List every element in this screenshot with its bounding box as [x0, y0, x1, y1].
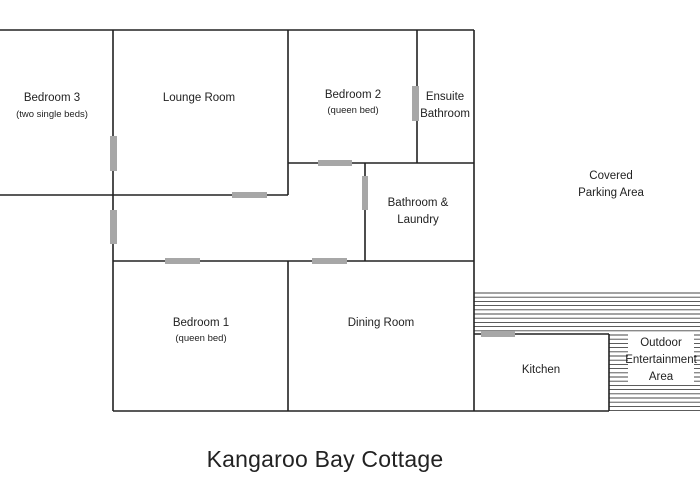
door-bathroom — [362, 176, 368, 210]
room-labels: Bedroom 3 (two single beds) Lounge Room … — [16, 89, 698, 384]
door-bedroom3-lounge — [110, 136, 117, 171]
door-ensuite — [412, 86, 419, 121]
bathroom-laundry-label-line1: Bathroom & — [388, 197, 449, 209]
door-lounge-hall — [232, 192, 267, 198]
door-hall-west — [110, 210, 117, 244]
outdoor-label-line1: Outdoor — [640, 337, 682, 349]
kitchen-label: Kitchen — [522, 364, 560, 376]
door-dining — [312, 258, 347, 264]
door-bedroom1 — [165, 258, 200, 264]
bedroom2-label: Bedroom 2 — [325, 89, 381, 101]
ensuite-label-line1: Ensuite — [426, 91, 464, 103]
outdoor-label-backdrop — [628, 334, 694, 384]
page-title: Kangaroo Bay Cottage — [206, 446, 444, 472]
outdoor-label-line3: Area — [649, 371, 674, 383]
lounge-label: Lounge Room — [163, 92, 235, 104]
covered-parking-label-line2: Parking Area — [578, 187, 644, 199]
ensuite-label-line2: Bathroom — [420, 108, 470, 120]
bedroom1-note: (queen bed) — [175, 333, 226, 344]
bedroom3-note: (two single beds) — [16, 109, 88, 120]
walls — [0, 29, 610, 412]
bedroom1-label: Bedroom 1 — [173, 317, 229, 329]
outdoor-label-line2: Entertainment — [625, 354, 697, 366]
bedroom3-label: Bedroom 3 — [24, 92, 80, 104]
outdoor-label-group: Outdoor Entertainment Area — [625, 334, 698, 384]
dining-label: Dining Room — [348, 317, 414, 329]
door-kitchen-deck — [481, 331, 515, 337]
door-bedroom2 — [318, 160, 352, 166]
bedroom2-note: (queen bed) — [327, 105, 378, 116]
doors — [110, 86, 515, 337]
bathroom-laundry-label-line2: Laundry — [397, 214, 439, 226]
covered-parking-label-line1: Covered — [589, 170, 632, 182]
